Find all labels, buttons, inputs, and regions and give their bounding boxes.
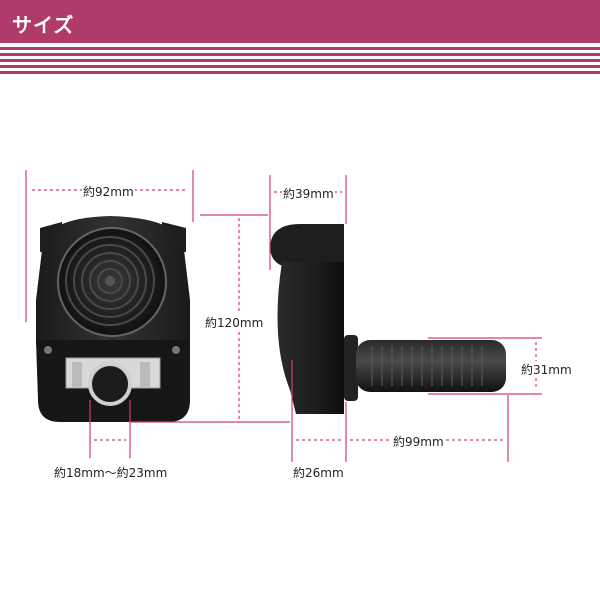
dimension-lines xyxy=(25,170,542,462)
speaker-rings xyxy=(65,236,155,326)
clamp-bolt-left xyxy=(72,362,82,388)
grip-length-label: 約99mm xyxy=(392,433,445,450)
header-stripe-3 xyxy=(0,59,600,62)
lower-right-screw xyxy=(172,346,180,354)
front-view-device xyxy=(36,216,190,422)
section-title: サイズ xyxy=(12,13,75,37)
header-stripe-2 xyxy=(0,53,600,56)
speaker-center xyxy=(105,276,115,286)
lower-left-screw xyxy=(44,346,52,354)
depth-top-label: 約39mm xyxy=(282,185,335,202)
base-depth-label: 約26mm xyxy=(292,464,345,481)
clamp-range-label: 約18mm～約23mm xyxy=(53,464,169,481)
height-label: 約120mm xyxy=(204,314,265,331)
side-body xyxy=(277,262,344,414)
width-label: 約92mm xyxy=(82,183,135,200)
grip-ridges xyxy=(371,346,483,386)
shaft-collar xyxy=(344,335,358,401)
header-stripe-4 xyxy=(0,65,600,68)
header-stripe-5 xyxy=(0,71,600,74)
grip-diameter-label: 約31mm xyxy=(520,361,573,378)
handlebar-cross-section xyxy=(88,362,132,406)
throttle-grip xyxy=(356,340,506,392)
clamp-bolt-right xyxy=(140,362,150,388)
side-cap xyxy=(270,224,344,268)
header-stripe-1 xyxy=(0,47,600,50)
section-header: サイズ xyxy=(0,0,600,43)
side-view-device xyxy=(270,224,506,414)
